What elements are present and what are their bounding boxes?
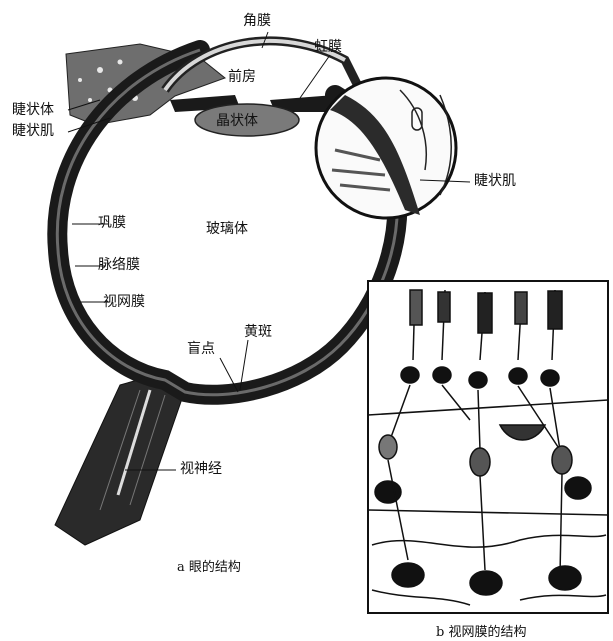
label-ciliary-muscle-right: 睫状肌 [474,174,516,188]
label-blind-spot: 盲点 [187,342,215,356]
label-ciliary-body: 睫状体 [12,103,54,117]
label-anterior-chamber: 前房 [228,70,256,84]
caption-eye-structure: a 眼的结构 [177,556,241,575]
label-vitreous: 玻璃体 [206,222,248,236]
label-cornea: 角膜 [243,14,271,28]
label-choroid: 脉络膜 [98,258,140,272]
label-retina: 视网膜 [103,295,145,309]
label-ciliary-muscle-left: 睫状肌 [12,124,54,138]
label-sclera: 巩膜 [98,216,126,230]
label-lens: 晶状体 [216,114,258,128]
label-macula: 黄斑 [244,325,272,339]
label-iris: 虹膜 [314,40,342,54]
caption-retina-structure: b 视网膜的结构 [436,621,526,640]
label-optic-nerve: 视神经 [180,462,222,476]
optic-nerve-bundle [55,375,185,545]
